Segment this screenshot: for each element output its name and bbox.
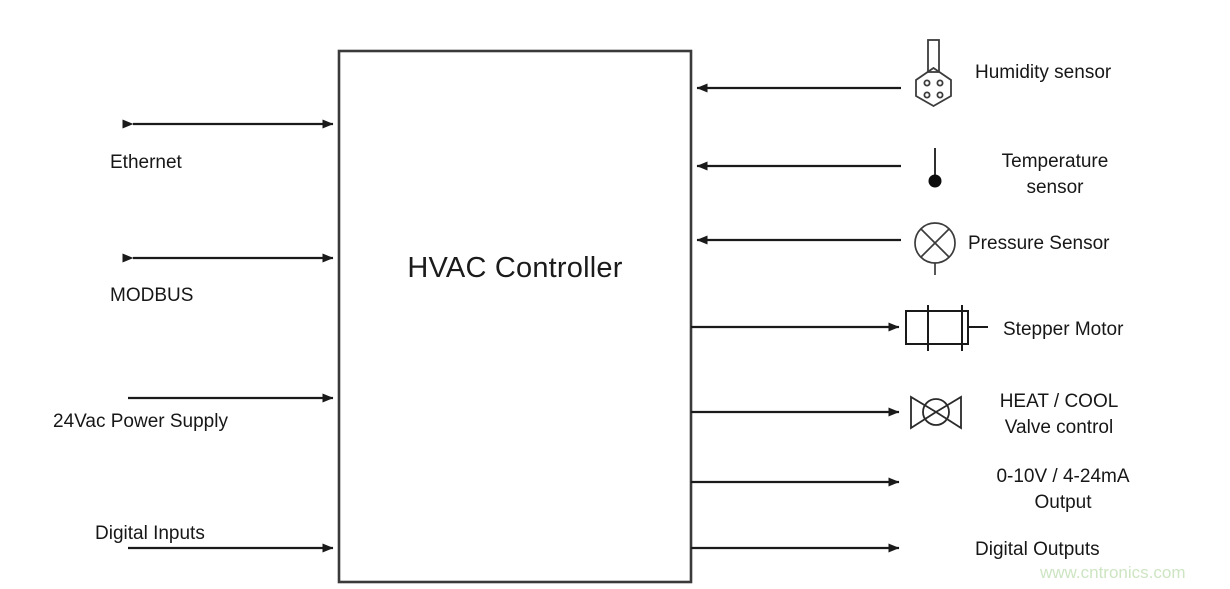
label-humidity-sensor: Humidity sensor [975, 62, 1112, 83]
label-temperature-sensor: Temperature sensor [1001, 151, 1109, 198]
temperature-sensor-icon [928, 148, 942, 188]
label-valve-control: HEAT / COOL Valve control [999, 391, 1119, 438]
watermark: www.cntronics.com [1040, 563, 1186, 582]
stepper-motor-icon [905, 305, 988, 351]
humidity-sensor-icon [915, 39, 952, 108]
label-analog-output: 0-10V / 4-24mA Output [996, 466, 1130, 513]
hvac-controller-block [337, 49, 693, 584]
controller-title: HVAC Controller [407, 252, 623, 284]
label-pressure-sensor: Pressure Sensor [968, 233, 1110, 254]
label-digital-outputs: Digital Outputs [975, 539, 1100, 560]
label-ethernet: Ethernet [110, 152, 182, 173]
label-power-supply: 24Vac Power Supply [53, 411, 228, 432]
pressure-sensor-icon [914, 222, 956, 275]
label-digital-inputs: Digital Inputs [95, 523, 205, 544]
valve-icon [910, 395, 962, 430]
label-modbus: MODBUS [110, 285, 194, 306]
label-stepper-motor: Stepper Motor [1003, 319, 1124, 340]
